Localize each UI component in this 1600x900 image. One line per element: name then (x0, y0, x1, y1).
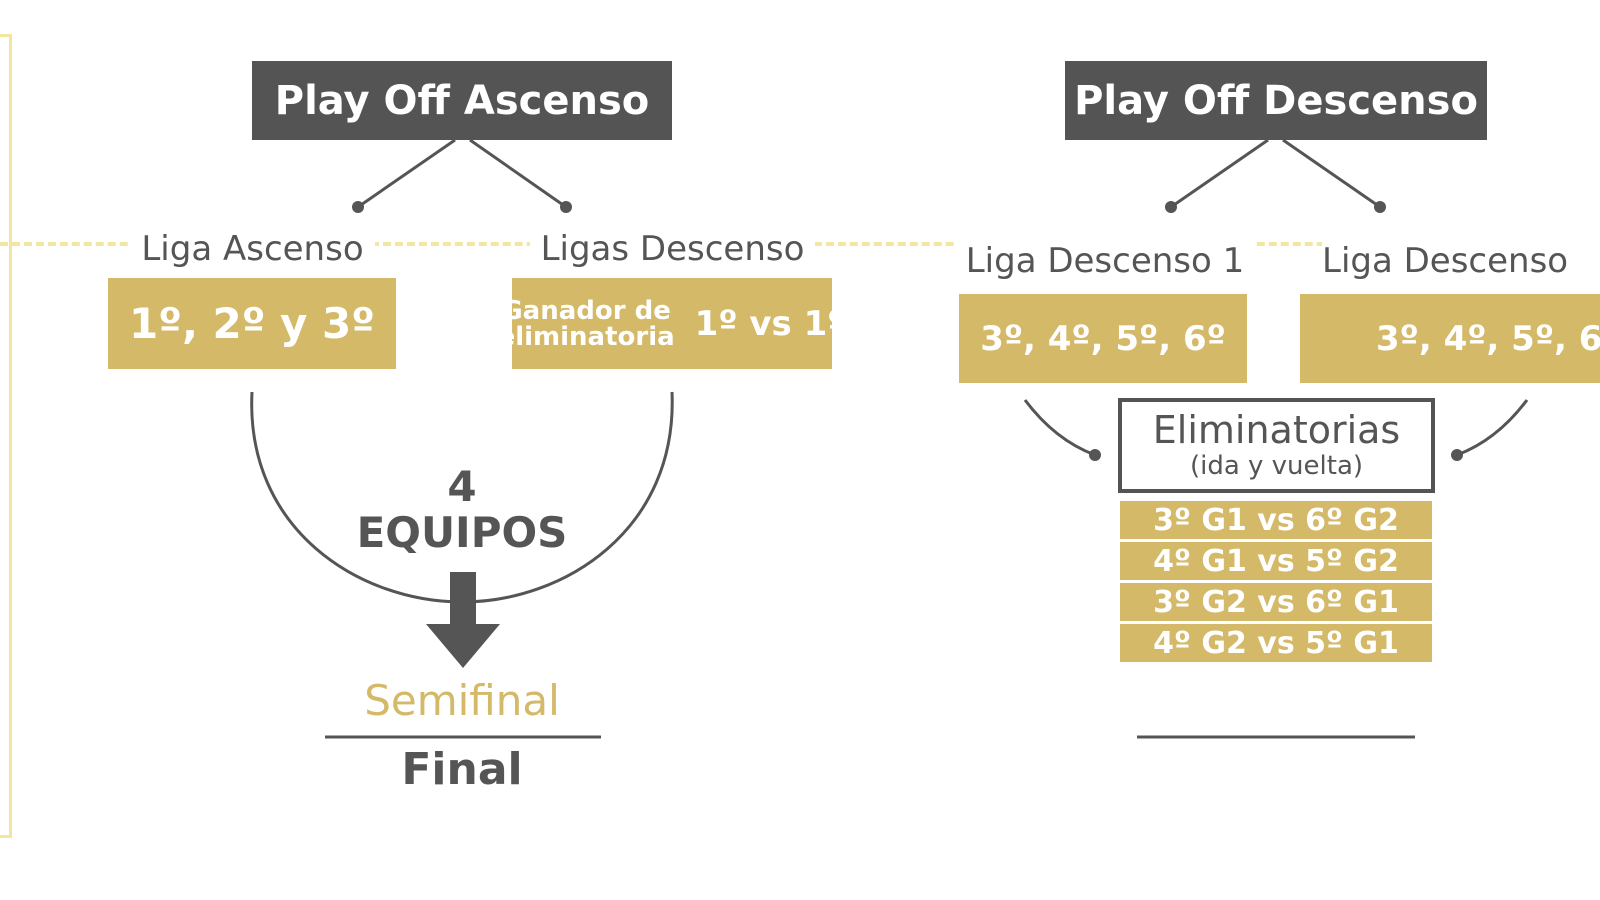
first-vs-first: 1º vs 1º (694, 303, 847, 344)
match-row: 3º G2 vs 6º G1 (1120, 583, 1432, 621)
ascenso-connector-left (357, 138, 456, 209)
ligas-descenso-label: Ligas Descenso (530, 226, 815, 272)
descenso-curve-dot-left (1089, 449, 1101, 461)
descenso-connector-right (1282, 138, 1381, 209)
left-frame-border (0, 34, 12, 838)
matches-list: 3º G1 vs 6º G2 4º G1 vs 5º G2 3º G2 vs 6… (1120, 501, 1432, 665)
winner-label: Ganador de eliminatoria (498, 298, 683, 350)
descenso-curve-left (1023, 399, 1096, 457)
winner-label-line2: eliminatoria (497, 321, 675, 352)
teams-count: 4 (447, 462, 477, 511)
liga-descenso-1-box: 3º, 4º, 5º, 6º (959, 294, 1247, 383)
liga-descenso-1-label: Liga Descenso 1 (955, 238, 1255, 284)
ascenso-title: Play Off Ascenso (252, 61, 672, 140)
teams-label: EQUIPOS (356, 508, 568, 557)
arrow-down-icon-shaft (450, 572, 476, 624)
eliminatorias-box: Eliminatorias (ida y vuelta) (1118, 398, 1435, 493)
descenso-dot-left (1165, 201, 1177, 213)
match-row: 4º G2 vs 5º G1 (1120, 624, 1432, 662)
descenso-title: Play Off Descenso (1065, 61, 1487, 140)
liga-descenso-2-label: Liga Descenso (1322, 238, 1600, 284)
descenso-connector-left (1170, 138, 1269, 209)
winner-label-line1: Ganador de (501, 295, 671, 326)
descenso-curve-right (1456, 399, 1529, 457)
descenso-dot-right (1374, 201, 1386, 213)
liga-ascenso-positions-box: 1º, 2º y 3º (108, 278, 396, 369)
liga-ascenso-label: Liga Ascenso (130, 226, 375, 272)
liga-descenso-2-box: 3º, 4º, 5º, 6º (1300, 294, 1600, 383)
final-label: Final (401, 744, 523, 795)
ascenso-connector-right (469, 138, 567, 209)
match-row: 4º G1 vs 5º G2 (1120, 542, 1432, 580)
eliminatorias-title: Eliminatorias (1152, 408, 1401, 452)
arrow-down-icon (426, 624, 500, 668)
ligas-descenso-box: Ganador de eliminatoria 1º vs 1º (498, 278, 846, 369)
ascenso-dot-right (560, 201, 572, 213)
semifinal-label: Semifinal (364, 676, 560, 725)
descenso-curve-dot-right (1451, 449, 1463, 461)
ascenso-dot-left (352, 201, 364, 213)
eliminatorias-subtitle: (ida y vuelta) (1189, 451, 1364, 481)
match-row: 3º G1 vs 6º G2 (1120, 501, 1432, 539)
